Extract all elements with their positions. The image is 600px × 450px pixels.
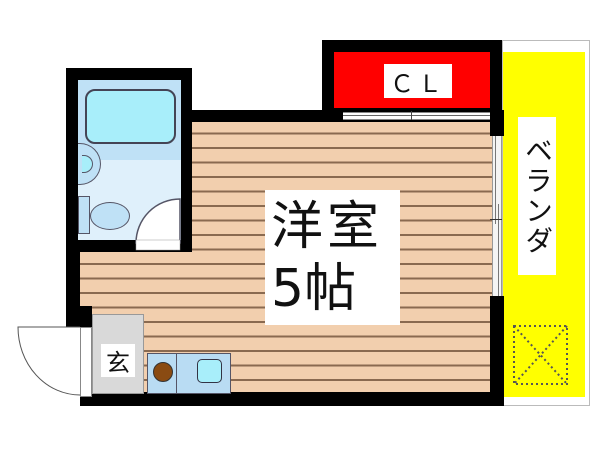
window-pane-1 xyxy=(495,136,496,224)
closet-door-mark xyxy=(411,111,412,120)
wall-left-corner xyxy=(66,306,92,330)
veranda-label: ベランダ xyxy=(521,136,554,256)
entrance-label: 玄 xyxy=(106,349,130,377)
entrance-label-box: 玄 xyxy=(101,344,135,377)
veranda-label-box: ベランダ xyxy=(518,117,556,275)
wall-left xyxy=(66,240,80,318)
toilet[interactable] xyxy=(90,202,130,230)
window-mark xyxy=(490,219,502,220)
room-size: 5帖 xyxy=(271,258,357,319)
closet-label-box: ＣＬ xyxy=(384,64,452,98)
room-name: 洋室 xyxy=(271,196,384,257)
wall-top xyxy=(180,110,343,122)
wall-bottom xyxy=(80,392,504,406)
bathtub[interactable] xyxy=(85,89,176,144)
veranda-window[interactable] xyxy=(492,136,502,296)
closet-label: ＣＬ xyxy=(390,69,446,98)
stove-icon[interactable] xyxy=(153,362,173,382)
closet-sliding-door[interactable] xyxy=(343,112,490,120)
wall-right-bottom xyxy=(490,296,504,406)
room-label-box: 洋室 5帖 xyxy=(265,190,400,325)
closet-door-divider xyxy=(342,115,490,116)
sink-icon[interactable] xyxy=(197,359,222,383)
toilet-tank xyxy=(78,196,90,234)
kitchen-divider xyxy=(176,353,177,394)
wall-right-top xyxy=(490,110,504,136)
window-pane-2 xyxy=(498,204,499,296)
entrance-door-jamb xyxy=(80,327,92,397)
